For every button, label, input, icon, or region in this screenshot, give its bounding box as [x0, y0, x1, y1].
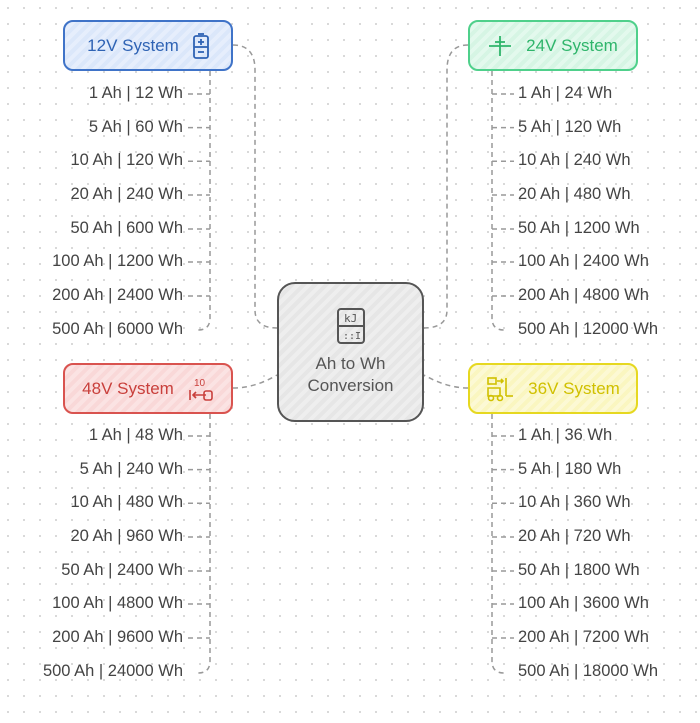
list-item: 200 Ah | 2400 Wh	[52, 286, 183, 304]
svg-text:kJ: kJ	[344, 312, 357, 325]
list-item: 1 Ah | 24 Wh	[518, 84, 613, 102]
list-item: 50 Ah | 2400 Wh	[61, 561, 183, 579]
forklift-icon	[487, 376, 514, 401]
list-item: 20 Ah | 960 Wh	[70, 527, 183, 545]
list-item: 1 Ah | 36 Wh	[518, 426, 613, 444]
node-label: 12V System	[87, 35, 179, 55]
svg-text:::I: ::I	[343, 331, 361, 342]
node-24v-system[interactable]: 24V System	[468, 20, 638, 71]
list-item: 20 Ah | 720 Wh	[518, 527, 631, 545]
list-item: 200 Ah | 7200 Wh	[518, 628, 649, 646]
node-label: 48V System	[82, 378, 174, 398]
list-item: 10 Ah | 480 Wh	[70, 493, 183, 512]
list-item: 5 Ah | 240 Wh	[79, 459, 183, 478]
list-item: 5 Ah | 60 Wh	[88, 117, 183, 136]
node-36v-system[interactable]: 36V System	[468, 363, 638, 414]
central-node-label-1: Ah to Wh	[315, 354, 386, 373]
svg-text:10: 10	[194, 378, 206, 389]
counter-icon: 10	[189, 378, 213, 401]
list-item: 10 Ah | 120 Wh	[70, 151, 183, 170]
list-item: 5 Ah | 180 Wh	[518, 459, 622, 478]
node-12v-system[interactable]: 12V System	[63, 20, 233, 71]
list-item: 20 Ah | 480 Wh	[518, 185, 631, 203]
list-item: 1 Ah | 48 Wh	[88, 426, 183, 444]
list-item: 50 Ah | 600 Wh	[70, 219, 183, 237]
kj-calculator-icon: kJ::I	[336, 308, 365, 344]
list-item: 10 Ah | 240 Wh	[518, 151, 631, 170]
list-item: 500 Ah | 24000 Wh	[42, 662, 183, 680]
list-item: 100 Ah | 1200 Wh	[52, 252, 183, 270]
list-item: 5 Ah | 120 Wh	[518, 117, 622, 136]
central-node-ah-to-wh[interactable]: kJ::I Ah to Wh Conversion	[277, 282, 424, 422]
battery-icon	[192, 32, 209, 59]
node-label: 36V System	[528, 378, 620, 398]
list-item: 200 Ah | 4800 Wh	[518, 286, 649, 304]
list-item: 500 Ah | 12000 Wh	[518, 320, 659, 338]
plug-icon	[489, 35, 512, 56]
list-item: 50 Ah | 1800 Wh	[518, 561, 640, 579]
list-item: 200 Ah | 9600 Wh	[52, 628, 183, 646]
list-item: 50 Ah | 1200 Wh	[518, 219, 640, 237]
node-label: 24V System	[526, 35, 618, 55]
list-item: 500 Ah | 18000 Wh	[518, 662, 659, 680]
central-node-label-2: Conversion	[307, 376, 394, 395]
list-item: 10 Ah | 360 Wh	[518, 493, 631, 512]
list-item: 100 Ah | 2400 Wh	[518, 252, 649, 270]
node-48v-system[interactable]: 48V System 10	[63, 363, 233, 414]
list-item: 100 Ah | 4800 Wh	[52, 594, 183, 612]
list-item: 500 Ah | 6000 Wh	[52, 320, 183, 338]
list-item: 20 Ah | 240 Wh	[70, 185, 183, 203]
list-item: 1 Ah | 12 Wh	[88, 84, 183, 102]
list-item: 100 Ah | 3600 Wh	[518, 594, 649, 612]
